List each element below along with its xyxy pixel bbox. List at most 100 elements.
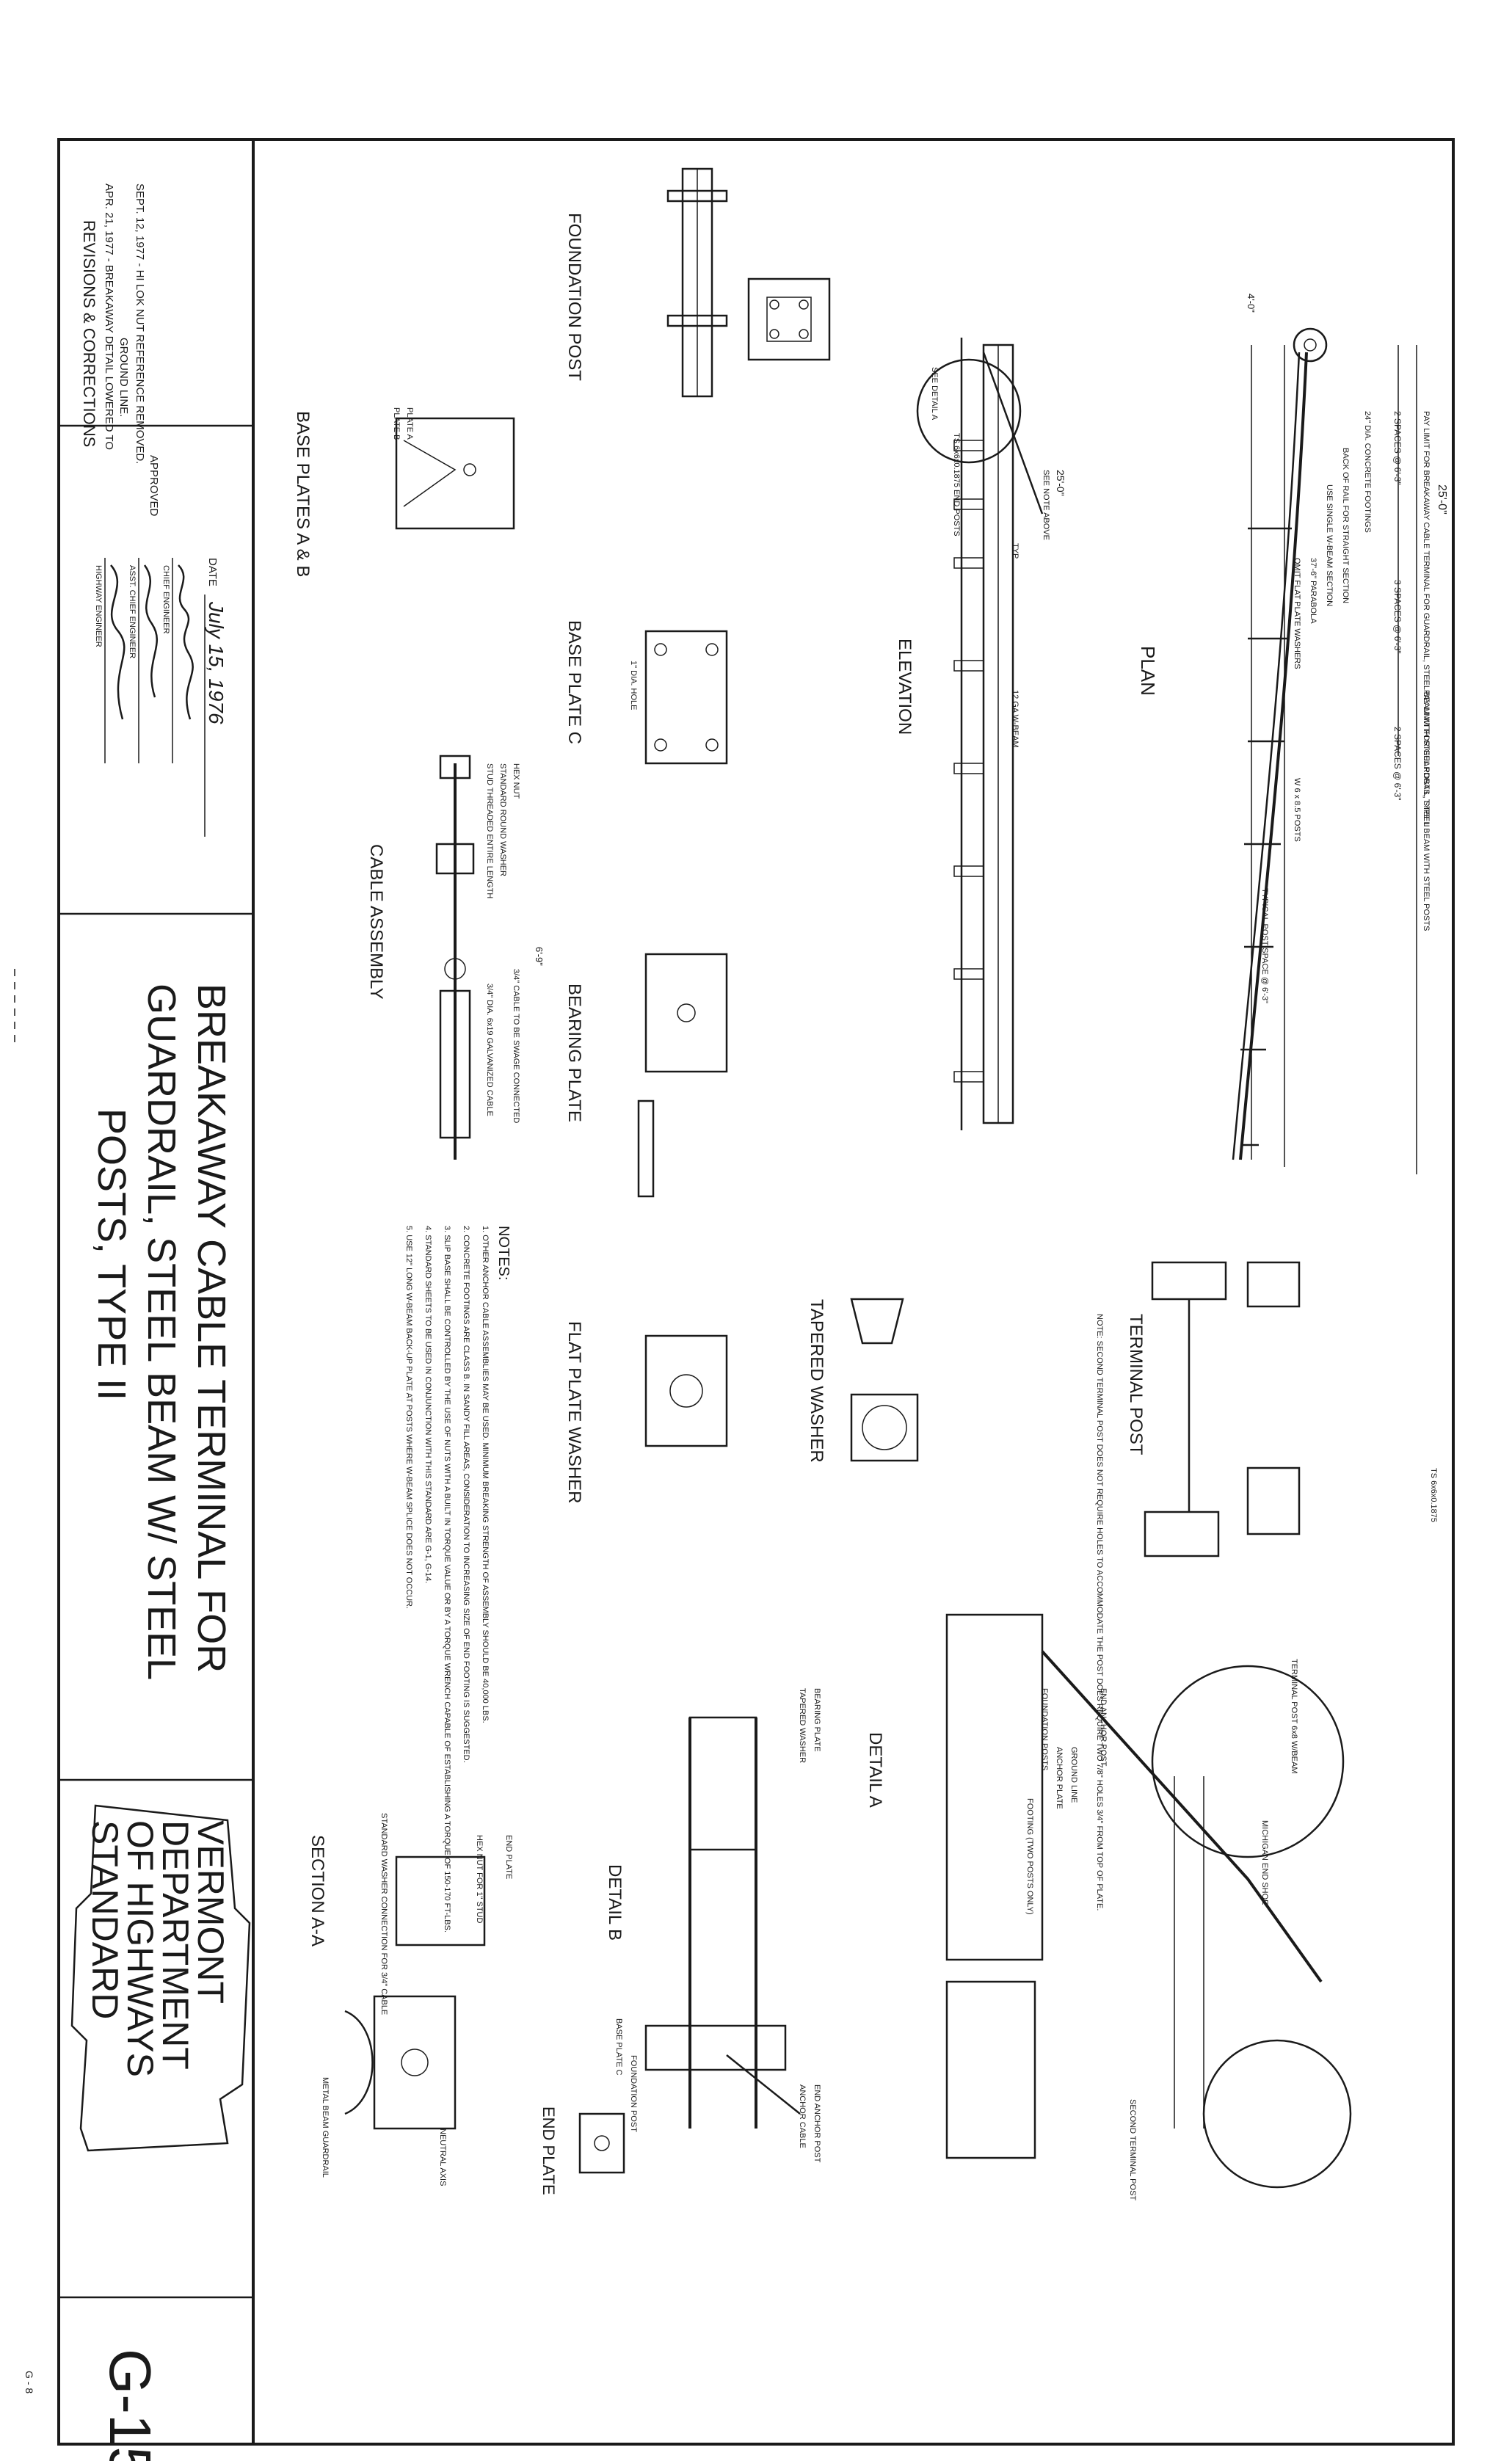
- cable-assembly-title: CABLE ASSEMBLY: [366, 844, 386, 1000]
- chief-engineer-signature: [178, 564, 194, 720]
- detail-b-base-c: BASE PLATE C: [614, 2018, 623, 2075]
- plan-title: PLAN: [1137, 646, 1159, 696]
- elevation-ts-posts: TS 6x6x0.1875 END POSTS: [952, 433, 961, 537]
- foundation-post-view: FOUNDATION POST: [564, 167, 831, 398]
- detail-a-terminal: TERMINAL POST 6x8 W/BEAM: [1290, 1659, 1298, 1773]
- revision-entry-2: GROUND LINE.: [117, 338, 130, 417]
- plan-parabola: 37'-6" PARABOLA: [1309, 558, 1317, 624]
- tapered-washer-view: TAPERED WASHER: [807, 1298, 919, 1463]
- section-neutral-axis: NEUTRAL AXIS: [438, 2129, 447, 2186]
- plan-w-beam: USE SINGLE W-BEAM SECTION: [1325, 484, 1334, 606]
- end-plate-view: END PLATE: [539, 2106, 625, 2195]
- detail-b-view: BEARING PLATE TAPERED WASHER END ANCHOR …: [605, 1688, 821, 2163]
- plan-posts: [1240, 527, 1292, 1146]
- plate-b-label: PLATE B: [392, 407, 401, 440]
- note-4: 4. STANDARD SHEETS TO BE USED IN CONJUNC…: [424, 1226, 432, 1583]
- note-3: 3. SLIP BASE SHALL BE CONTROLLED BY THE …: [443, 1226, 451, 1933]
- department-line-2: DEPARTMENT: [155, 1820, 196, 2070]
- note-2: 2. CONCRETE FOOTINGS ARE CLASS B. IN SAN…: [462, 1226, 470, 1763]
- revision-entry-1: APR. 21, 1977 - BREAKAWAY DETAIL LOWERED…: [103, 183, 115, 450]
- section-aa-view: END PLATE HEX NUT FOR 1" STUD STANDARD W…: [308, 1813, 513, 2186]
- date-value: July 15, 1976: [205, 601, 228, 724]
- cable-stud: STUD THREADED ENTIRE LENGTH: [485, 763, 494, 898]
- section-hex-nut: HEX NUT FOR 1" STUD: [475, 1835, 484, 1923]
- plan-washers: OMIT FLAT PLATE WASHERS: [1293, 558, 1301, 669]
- elevation-detail-a-circle: [916, 358, 1022, 464]
- cable-hex-nut: HEX NUT: [512, 763, 520, 799]
- note-1: 1. OTHER ANCHOR CABLE ASSEMBLIES MAY BE …: [481, 1226, 490, 1723]
- title-line-3: POSTS, TYPE II: [90, 1108, 134, 1400]
- note-5: 5. USE 12" LONG W-BEAM BACK-UP PLATE AT …: [404, 1226, 413, 1609]
- detail-a-foundation: FOUNDATION POSTS: [1040, 1688, 1049, 1770]
- revisions-heading: REVISIONS & CORRECTIONS: [80, 220, 98, 447]
- role-highway-engineer: HIGHWAY ENGINEER: [94, 565, 103, 647]
- tapered-washer-title: TAPERED WASHER: [807, 1299, 826, 1463]
- plan-end-terminal: [1293, 327, 1328, 363]
- detail-a-end-anchor: END ANCHOR POST: [1099, 1688, 1108, 1767]
- plan-rail-curve: [1239, 352, 1308, 1160]
- flat-plate-washer-view: FLAT PLATE WASHER: [564, 1321, 728, 1504]
- elevation-w-beam: 12 GA W-BEAM: [1011, 690, 1019, 748]
- base-plates-ab-title: BASE PLATES A & B: [293, 411, 313, 577]
- approved-label: APPROVED: [148, 455, 160, 517]
- cable-std-washer: STANDARD ROUND WASHER: [498, 763, 507, 876]
- detail-b-bearing-plate: BEARING PLATE: [813, 1688, 821, 1752]
- end-plate-title: END PLATE: [539, 2106, 558, 2195]
- elevation-posts: [953, 440, 984, 1083]
- detail-b-title: DETAIL B: [605, 1864, 625, 1941]
- base-plate-c-title: BASE PLATE C: [564, 620, 584, 744]
- department-line-4: STANDARD: [84, 1820, 126, 2019]
- approval-block: APPROVED DATE July 15, 1976 CHIEF ENGINE…: [94, 455, 228, 837]
- cable-galv: 3/4" DIA. 6x19 GALVANIZED CABLE: [485, 984, 494, 1116]
- plan-top-dim: 25'-0": [1436, 484, 1448, 515]
- section-standard-washer: STANDARD WASHER CONNECTION FOR 3/4" CABL…: [379, 1813, 388, 2015]
- terminal-post-view: NOTE: SECOND TERMINAL POST DOES NOT REQU…: [1095, 1261, 1438, 1911]
- sheet-number: G-15: [98, 2349, 163, 2461]
- notes-block: NOTES: 1. OTHER ANCHOR CABLE ASSEMBLIES …: [404, 1226, 512, 1933]
- sheet-border: [57, 138, 1455, 2446]
- page-mark: G - 8: [23, 2371, 35, 2393]
- section-guardrail: METAL BEAM GUARDRAIL: [321, 2077, 330, 2178]
- plan-spaces-1: 2 SPACES @ 6'-3": [1392, 411, 1403, 485]
- bearing-plate-title: BEARING PLATE: [564, 984, 584, 1122]
- drawing-title-block: BREAKAWAY CABLE TERMINAL FOR GUARDRAIL, …: [90, 984, 233, 1680]
- sheet-number-block: G-15: [98, 2349, 163, 2461]
- department-line-3: OF HIGHWAYS: [120, 1820, 161, 2077]
- elevation-view: 25'-0" SEE NOTE ABOVE TS 6x6x0.1875 END …: [895, 338, 1066, 1130]
- elevation-typ: TYP.: [1011, 543, 1019, 560]
- cable-assembly-view: HEX NUT STANDARD ROUND WASHER STUD THREA…: [366, 755, 545, 1160]
- base-plate-c-hole: 1" DIA. HOLE: [629, 661, 638, 710]
- title-line-1: BREAKAWAY CABLE TERMINAL FOR: [189, 984, 233, 1673]
- detail-a-ground: GROUND LINE: [1069, 1747, 1078, 1803]
- elevation-title: ELEVATION: [895, 639, 915, 735]
- plan-view: 25'-0" PAY LIMIT FOR BREAKAWAY CABLE TER…: [1137, 294, 1448, 1174]
- plate-a-label: PLATE A: [405, 407, 414, 440]
- cable-dim: 6'-9": [534, 947, 545, 966]
- plan-left-pay-limit: PAY LIMIT FOR BREAKAWAY CABLE TERMINAL F…: [1422, 411, 1431, 827]
- section-end-plate: END PLATE: [504, 1835, 513, 1879]
- plan-posts-label: W 6 x 8.5 POSTS: [1293, 778, 1301, 842]
- elevation-see-detail: SEE DETAIL A: [930, 367, 939, 421]
- department-seal: VERMONT DEPARTMENT OF HIGHWAYS STANDARD: [70, 1804, 251, 2152]
- plan-offset-dim: 4'-0": [1246, 294, 1257, 313]
- detail-a-view: END ANCHOR POST GROUND LINE ANCHOR PLATE…: [865, 1613, 1352, 2200]
- seal-outline: [70, 1804, 251, 2152]
- plan-spaces-2: 3 SPACES @ 6'-3": [1392, 580, 1403, 654]
- base-plate-c-view: 1" DIA. HOLE BASE PLATE C: [564, 620, 728, 765]
- revisions-block: REVISIONS & CORRECTIONS APR. 21, 1977 - …: [80, 183, 146, 464]
- elevation-cable: [982, 352, 1044, 515]
- plan-footings: 24" DIA. CONCRETE FOOTINGS: [1363, 411, 1372, 533]
- terminal-post-title: TERMINAL POST: [1126, 1314, 1146, 1455]
- detail-b-tapered: TAPERED WASHER: [798, 1688, 807, 1763]
- bearing-plate-view: BEARING PLATE: [564, 953, 728, 1198]
- detail-a-second-terminal: SECOND TERMINAL POST: [1128, 2099, 1137, 2200]
- role-chief-engineer: CHIEF ENGINEER: [161, 565, 170, 634]
- section-aa-title: SECTION A-A: [308, 1835, 327, 1946]
- base-plates-ab-view: PLATE A PLATE B BASE PLATES A & B: [293, 407, 515, 577]
- terminal-post-note: NOTE: SECOND TERMINAL POST DOES NOT REQU…: [1095, 1314, 1104, 1911]
- plan-typical: TYPICAL POST SPACE @ 6'-3": [1260, 888, 1269, 1003]
- notes-heading: NOTES:: [495, 1226, 512, 1280]
- cable-swage: 3/4" CABLE TO BE SWAGE CONNECTED: [512, 969, 520, 1123]
- detail-b-foundation: FOUNDATION POST: [629, 2055, 638, 2132]
- detail-a-michigan: MICHIGAN END SHOE: [1260, 1820, 1269, 1905]
